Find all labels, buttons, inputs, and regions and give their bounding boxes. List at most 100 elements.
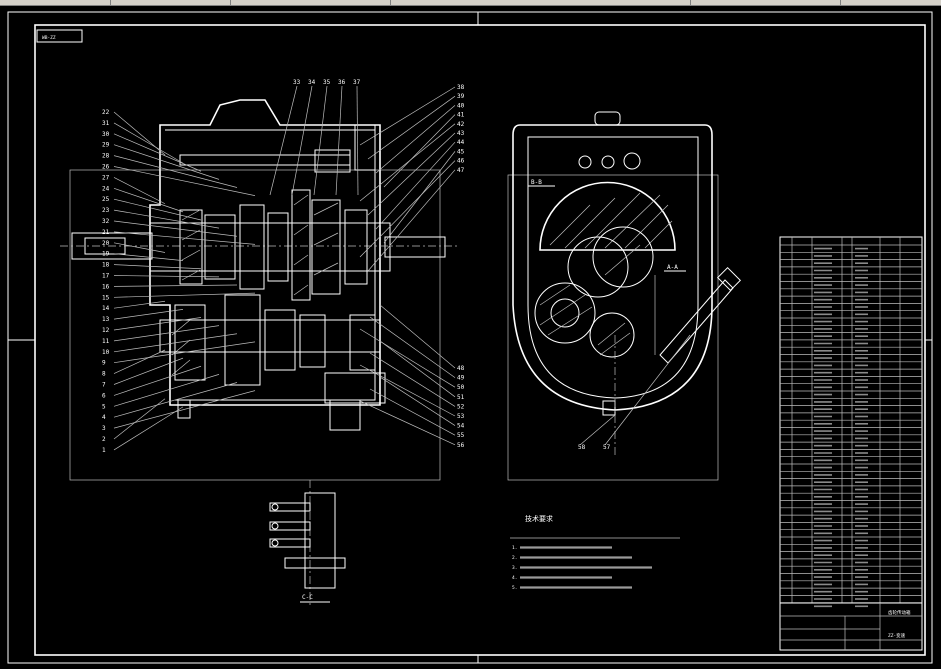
leader-line [113, 349, 166, 374]
part-label: 39 [457, 93, 465, 100]
side-view-border [507, 174, 719, 481]
leader-58 [579, 414, 616, 446]
part-label: 38 [457, 84, 465, 91]
outer-frame [7, 11, 933, 664]
part-label: 4 [102, 414, 106, 421]
tech-req-title: 技术要求 [525, 514, 553, 523]
gear-b [567, 236, 629, 298]
countershaft [159, 294, 381, 386]
main-view-border [69, 169, 441, 481]
part-label: 5 [102, 403, 106, 410]
leader-line [113, 317, 202, 331]
cc-rod-1 [269, 502, 311, 512]
part-label: 55 [457, 432, 465, 439]
left-leader-lines [113, 111, 256, 451]
leader-line [113, 357, 184, 385]
side-view[interactable]: B-B A-A 58 57 [507, 111, 742, 481]
side-hole [623, 152, 641, 170]
part-label: 41 [457, 112, 465, 119]
bolt-top [354, 124, 376, 171]
leader-line [379, 304, 456, 369]
part-label: 46 [457, 158, 465, 165]
leader-line [113, 325, 220, 342]
leader-line [113, 166, 256, 196]
toolbar-segment[interactable] [0, 0, 111, 5]
part-label: 33 [293, 79, 301, 86]
title-block-border [779, 602, 923, 651]
part-label: 27 [102, 174, 110, 181]
leader-line [113, 144, 220, 180]
leader-line [113, 333, 238, 353]
housing-inner [165, 129, 376, 401]
toolbar-segment[interactable] [690, 0, 841, 5]
gearbox-housing [149, 99, 381, 406]
toolbar-segment[interactable] [230, 0, 391, 5]
cad-drawing-canvas[interactable]: WB-ZZ [0, 5, 941, 669]
leader-line [359, 364, 456, 417]
cc-hole [271, 539, 279, 547]
part-label: 34 [308, 79, 316, 86]
leader-line [359, 123, 456, 202]
cc-section-view[interactable]: C-C [269, 480, 346, 605]
main-section-view[interactable] [60, 99, 460, 481]
leader-57 [604, 334, 691, 446]
side-hole [578, 155, 592, 169]
cc-hole [271, 503, 279, 511]
leader-line [113, 382, 238, 418]
window-toolbar-strip [0, 0, 941, 6]
cc-rod-2 [269, 521, 311, 531]
drain-plug [177, 399, 191, 419]
leader-line [367, 169, 456, 272]
part-label: 31 [102, 120, 110, 127]
dipstick-cap [716, 266, 742, 292]
part-label: 2 [102, 436, 106, 443]
part-label: 22 [102, 109, 110, 116]
cc-rod-3 [269, 538, 311, 548]
part-label: 47 [457, 167, 465, 174]
leader-line [113, 198, 202, 221]
drain-bolt [602, 400, 616, 416]
part-label: 49 [457, 375, 465, 382]
leader-line [113, 133, 202, 172]
toolbar-segment[interactable] [390, 0, 691, 5]
tech-req-item: 2. [512, 555, 517, 561]
fork-block [314, 149, 351, 173]
toolbar-segment[interactable] [110, 0, 231, 5]
part-label: 16 [102, 283, 110, 290]
part-label: 53 [457, 413, 465, 420]
title-code: ZZ-变速 [888, 632, 906, 639]
part-label: 13 [102, 316, 110, 323]
label-57: 57 [603, 444, 611, 451]
part-label: 54 [457, 423, 465, 430]
part-label: 43 [457, 130, 465, 137]
part-label: 25 [102, 196, 110, 203]
leader-line [113, 365, 202, 396]
tech-req-item: 4. [512, 575, 517, 581]
leader-line [359, 400, 456, 446]
bb-section-label: B-B [531, 179, 542, 186]
fork-shaft [179, 154, 351, 166]
bottom-gear [329, 399, 361, 431]
left-part-labels: 2231302928262724252332212019181716151413… [102, 109, 110, 454]
leader-line [113, 155, 238, 188]
part-label: 28 [102, 153, 110, 160]
gear-c [534, 282, 596, 344]
leader-line [359, 328, 456, 388]
leader-line [359, 160, 456, 258]
leader-line [375, 105, 456, 174]
part-label: 10 [102, 349, 110, 356]
leader-line [113, 292, 256, 298]
leader-line [375, 141, 456, 230]
leader-line [113, 309, 184, 320]
cc-section-label: C-C [302, 594, 313, 601]
output-shaft [384, 236, 446, 258]
part-label: 52 [457, 403, 465, 410]
title-block[interactable]: 齿轮传动箱 ZZ-变速 [779, 602, 923, 651]
part-label: 20 [102, 240, 110, 247]
side-housing-inner [527, 136, 699, 399]
part-label: 14 [102, 305, 110, 312]
parts-list-table[interactable] [779, 236, 923, 608]
part-label: 15 [102, 294, 110, 301]
part-label: 35 [323, 79, 331, 86]
